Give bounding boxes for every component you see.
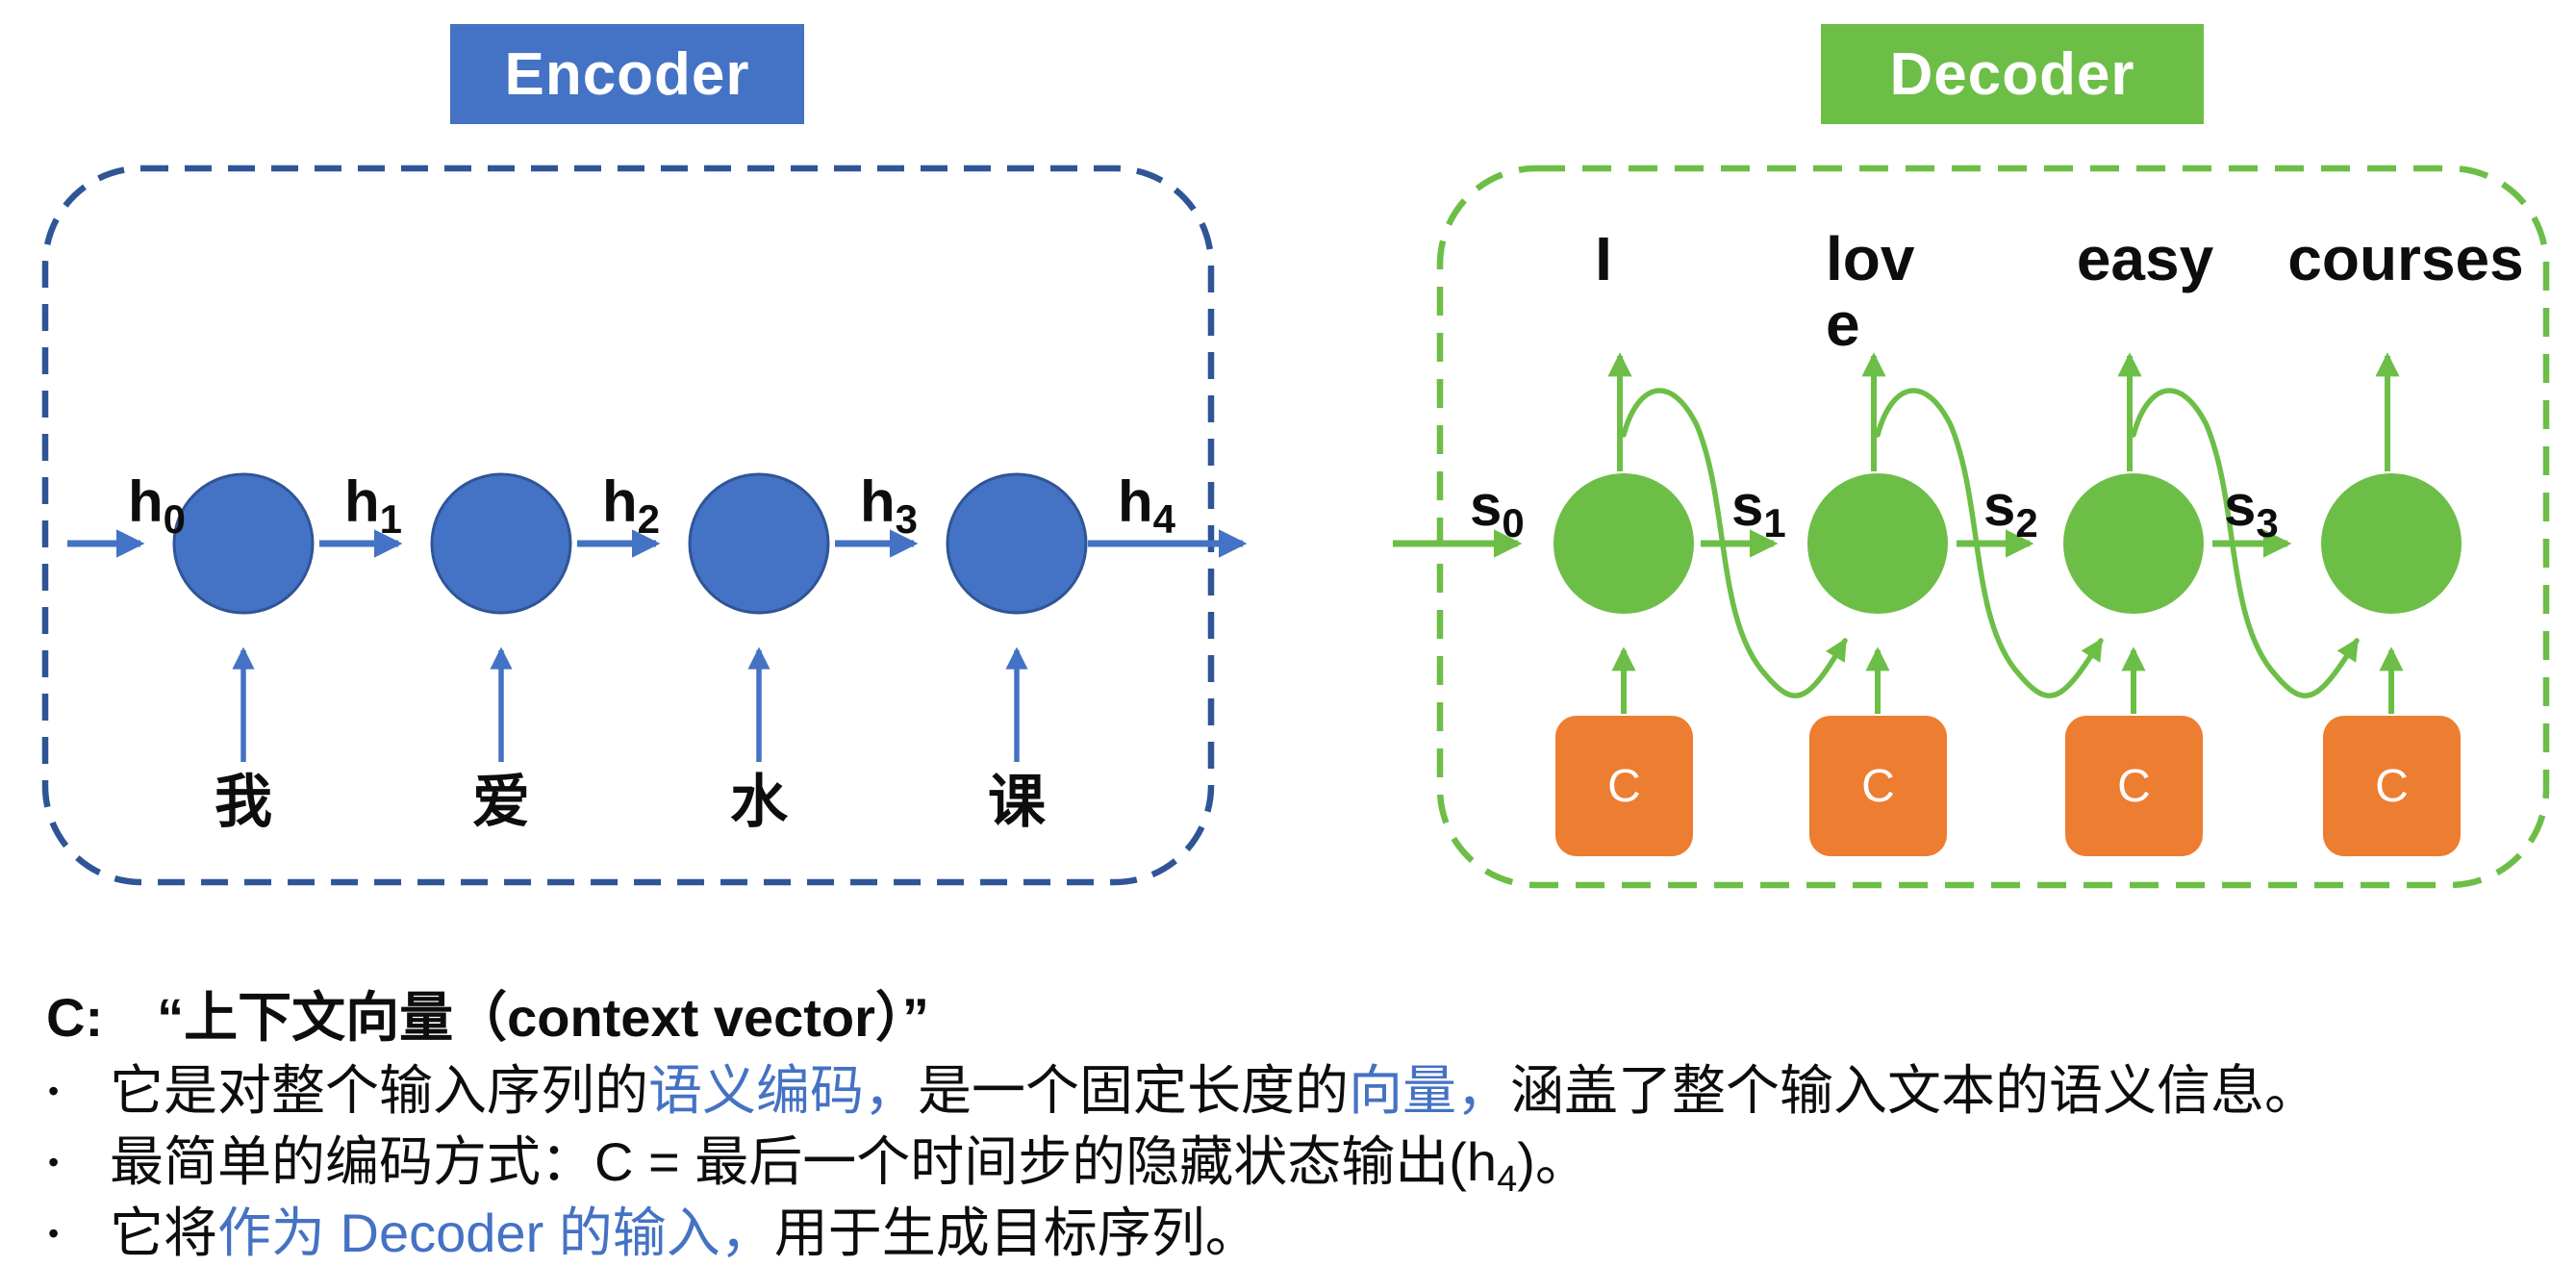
- bullet-3-seg-3: 用于生成目标序列。: [773, 1203, 1259, 1263]
- label-s1-sub: 1: [1763, 500, 1786, 545]
- bullet-dot-icon: •: [48, 1145, 60, 1179]
- encoder-cell-3: [688, 472, 830, 615]
- input-token-4: 课: [988, 770, 1046, 834]
- bullet-dot-icon: •: [48, 1216, 60, 1251]
- decoder-cell-1: [1553, 473, 1694, 614]
- label-h3-base: h: [860, 469, 896, 534]
- encoder-cell-4: [946, 472, 1088, 615]
- notes-heading: C: “上下文向量（context vector）”: [46, 987, 929, 1048]
- label-s0-base: s: [1470, 473, 1503, 538]
- label-h3: h3: [860, 473, 918, 540]
- output-word-4-line: courses: [2287, 224, 2524, 293]
- label-h2-sub: 2: [637, 496, 661, 542]
- label-s0: s0: [1470, 477, 1525, 544]
- bullet-3-seg-2: 作为 Decoder 的输入，: [217, 1203, 774, 1263]
- label-s2-sub: 2: [2015, 500, 2038, 545]
- encoder-cell-2: [430, 472, 572, 615]
- label-h0: h0: [128, 473, 186, 540]
- input-token-2: 爱: [472, 770, 530, 834]
- bullet-2-seg-2: )。: [1517, 1131, 1589, 1192]
- note-bullet-3: • 它将作为 Decoder 的输入，用于生成目标序列。: [48, 1201, 1259, 1265]
- context-box-2: C: [1809, 716, 1947, 856]
- label-s0-sub: 0: [1502, 500, 1525, 545]
- bullet-dot-icon: •: [48, 1074, 60, 1108]
- output-word-2-line2: e: [1826, 289, 1860, 359]
- label-s1: s1: [1731, 477, 1786, 544]
- context-box-1: C: [1555, 716, 1693, 856]
- label-h0-base: h: [128, 469, 164, 534]
- label-h4: h4: [1118, 473, 1175, 540]
- encoder-cell-1: [172, 472, 315, 615]
- label-s2-base: s: [1983, 473, 2016, 538]
- feedback-curve-2: [1875, 388, 2104, 698]
- context-box-3: C: [2065, 716, 2203, 856]
- bullet-2-seg-1: 最简单的编码方式：C = 最后一个时间步的隐藏状态输出(h: [110, 1131, 1498, 1192]
- label-s2: s2: [1983, 477, 2038, 544]
- encoder-boundary: [41, 165, 1215, 886]
- bullet-3-seg-1: 它将: [110, 1203, 217, 1263]
- label-s3: s3: [2224, 477, 2279, 544]
- encoder-title: Encoder: [450, 24, 804, 124]
- output-word-2: lov e: [1826, 224, 1941, 359]
- label-s1-base: s: [1731, 473, 1764, 538]
- output-word-1: I: [1565, 224, 1642, 293]
- decoder-boundary: [1436, 165, 2550, 889]
- label-h4-sub: 4: [1152, 496, 1176, 542]
- bullet-1-seg-1: 它是对整个输入序列的: [110, 1060, 648, 1121]
- label-s3-sub: 3: [2256, 500, 2279, 545]
- label-h3-sub: 3: [895, 496, 919, 542]
- label-h0-sub: 0: [163, 496, 187, 542]
- output-word-3: easy: [2049, 224, 2241, 293]
- decoder-cell-4: [2321, 473, 2462, 614]
- feedback-curve-1: [1621, 388, 1848, 698]
- output-word-4: courses: [2266, 224, 2545, 293]
- bullet-1-seg-5: 涵盖了整个输入文本的语义信息。: [1510, 1060, 2318, 1121]
- output-word-3-line: easy: [2076, 224, 2214, 293]
- context-box-4: C: [2323, 716, 2461, 856]
- note-bullet-1: • 它是对整个输入序列的语义编码，是一个固定长度的向量，涵盖了整个输入文本的语义信…: [48, 1058, 2318, 1123]
- input-token-1: 我: [215, 770, 272, 834]
- label-h2-base: h: [602, 469, 638, 534]
- bullet-1-seg-2: 语义编码，: [648, 1060, 918, 1121]
- output-word-1-line: I: [1595, 224, 1612, 293]
- label-h1: h1: [344, 473, 402, 540]
- bullet-2-subscript: 4: [1497, 1159, 1518, 1200]
- bullet-1-seg-4: 向量，: [1349, 1060, 1510, 1121]
- feedback-curve-3: [2131, 388, 2360, 698]
- decoder-cell-2: [1807, 473, 1948, 614]
- label-h1-base: h: [344, 469, 380, 534]
- decoder-title: Decoder: [1821, 24, 2204, 124]
- label-h2: h2: [602, 473, 660, 540]
- note-bullet-2: • 最简单的编码方式：C = 最后一个时间步的隐藏状态输出(h4)。: [48, 1129, 1589, 1203]
- label-s3-base: s: [2224, 473, 2257, 538]
- label-h1-sub: 1: [379, 496, 403, 542]
- bullet-1-seg-3: 是一个固定长度的: [918, 1060, 1349, 1121]
- label-h4-base: h: [1118, 469, 1153, 534]
- input-token-3: 水: [730, 770, 788, 834]
- decoder-cell-3: [2063, 473, 2204, 614]
- output-word-2-line1: lov: [1826, 224, 1915, 293]
